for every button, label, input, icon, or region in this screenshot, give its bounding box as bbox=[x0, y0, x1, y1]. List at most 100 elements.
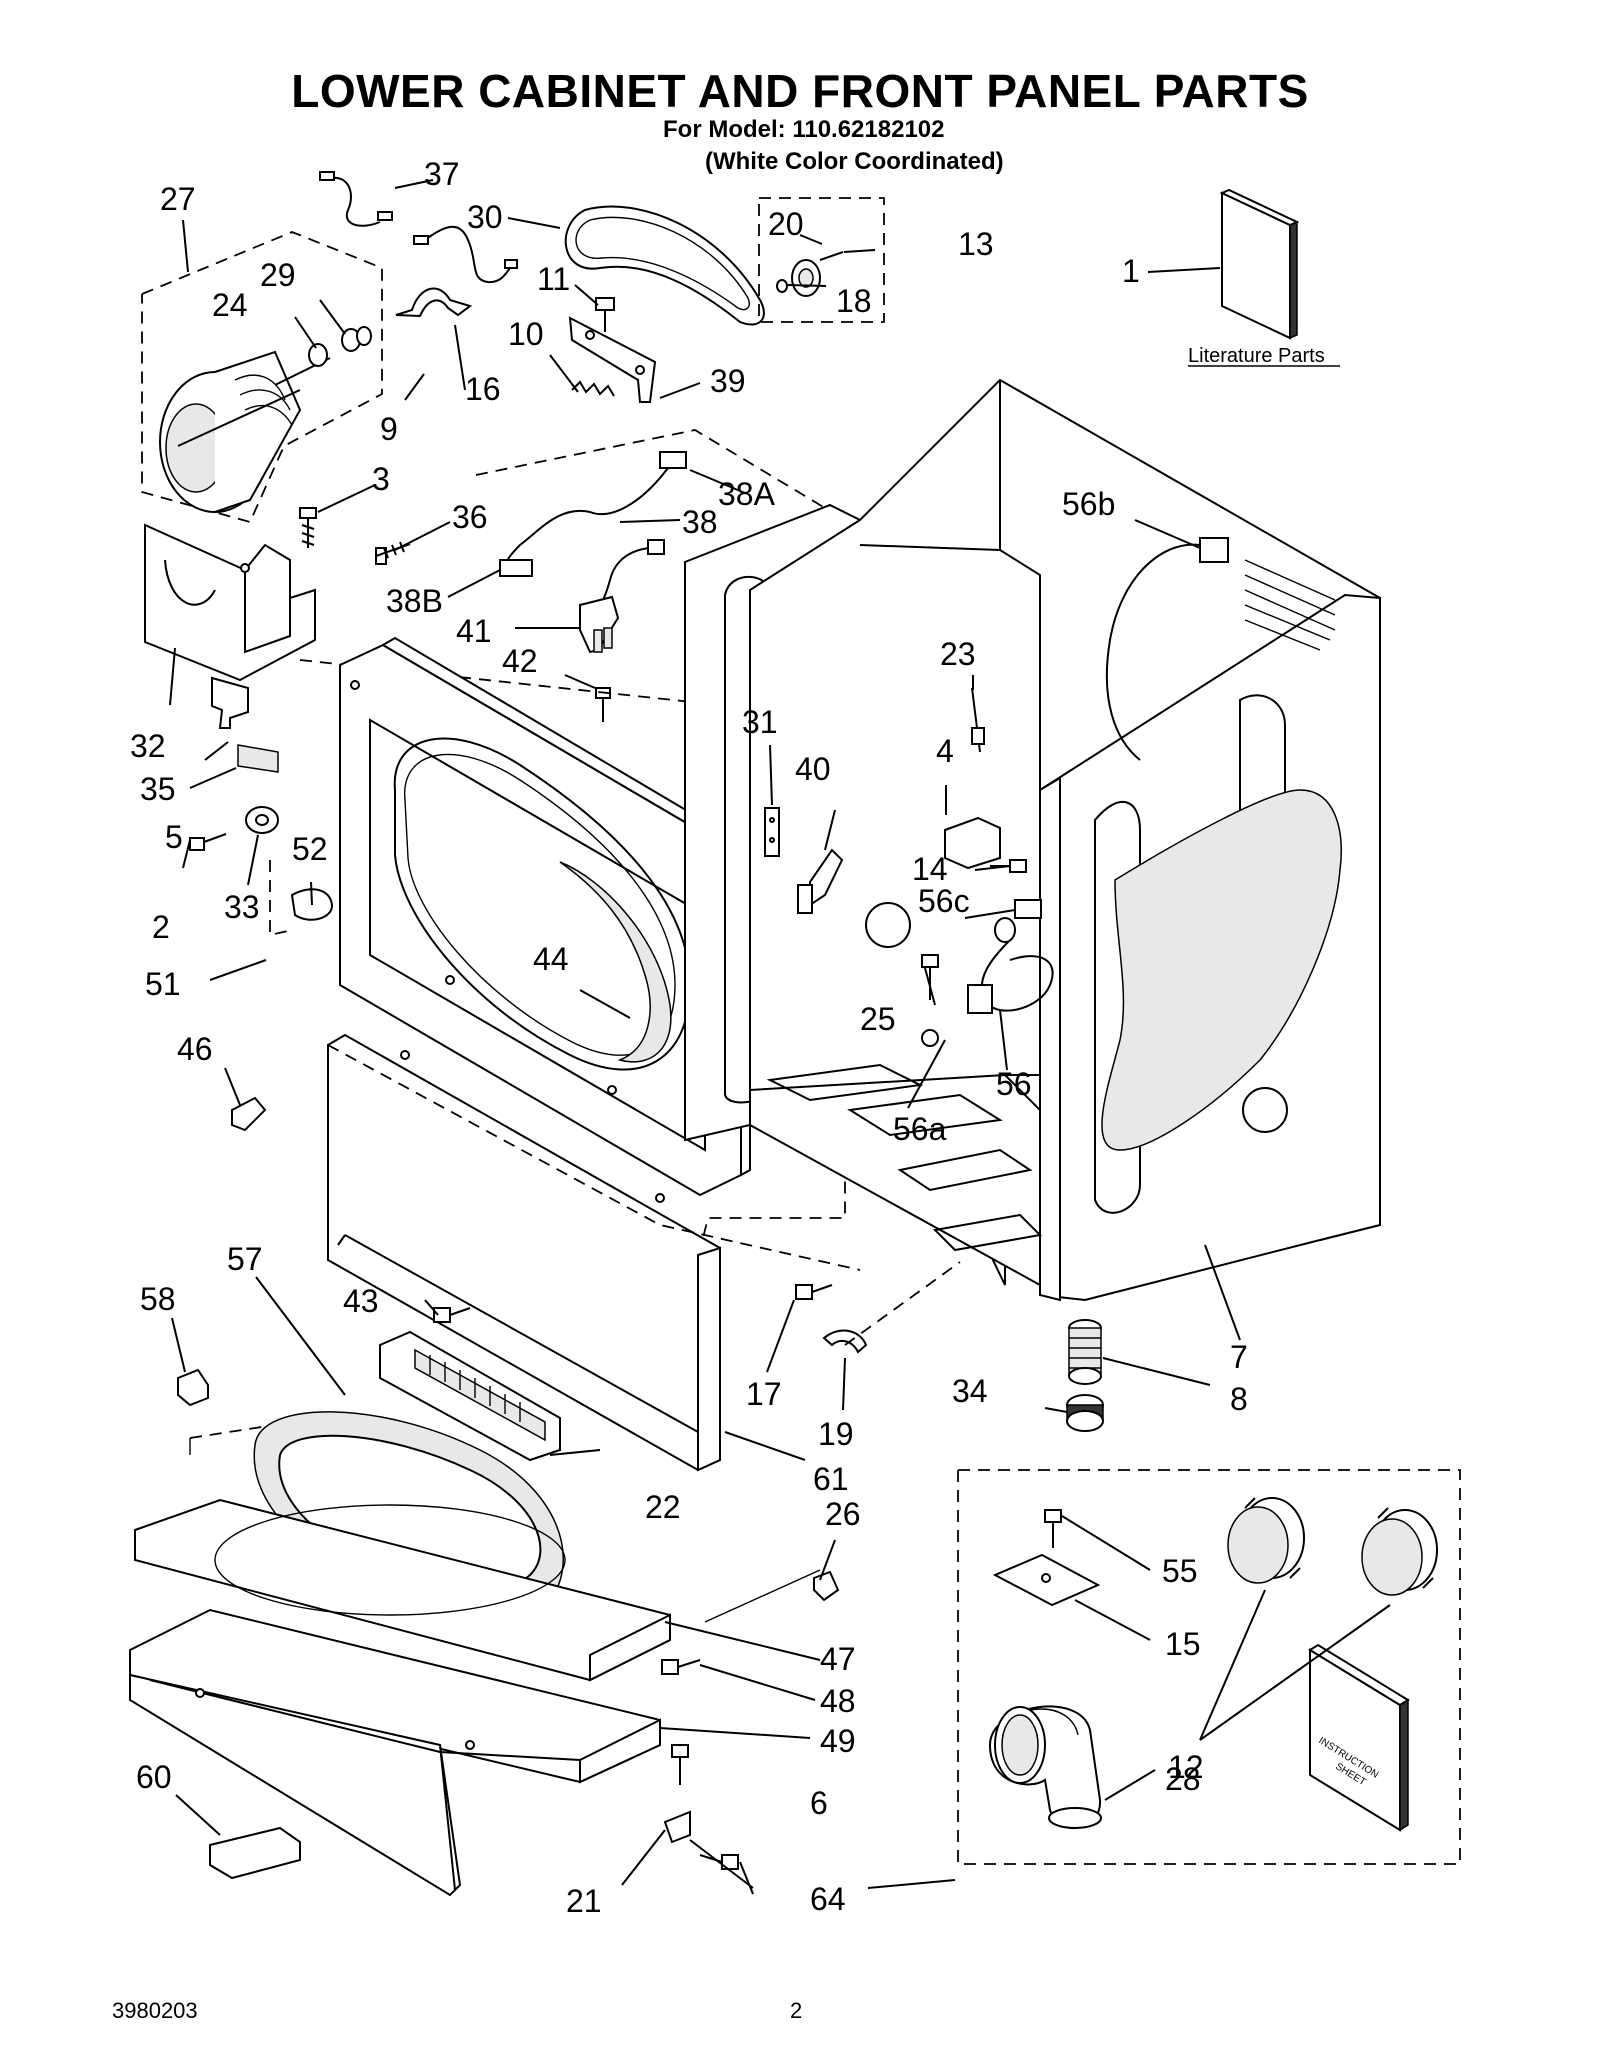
callout-26: 26 bbox=[825, 1496, 861, 1532]
callout-10: 10 bbox=[508, 316, 544, 352]
foot-60 bbox=[209, 1826, 301, 1880]
callout-12: 12 bbox=[1168, 1749, 1204, 1785]
callout-57: 57 bbox=[227, 1241, 263, 1277]
page-title: LOWER CABINET AND FRONT PANEL PARTS bbox=[291, 65, 1309, 117]
clip-19 bbox=[822, 1329, 868, 1354]
callout-56b: 56b bbox=[1062, 486, 1115, 522]
screw-2 bbox=[189, 833, 227, 851]
callout-8: 8 bbox=[1230, 1381, 1248, 1417]
callout-47: 47 bbox=[820, 1641, 856, 1677]
harness-38 bbox=[505, 467, 669, 569]
screw-25 bbox=[921, 954, 939, 1047]
connector-56c bbox=[1014, 899, 1042, 919]
literature-label: Literature Parts bbox=[1188, 345, 1325, 367]
callout-41: 41 bbox=[456, 613, 492, 649]
callout-7: 7 bbox=[1230, 1339, 1248, 1375]
callout-38A: 38A bbox=[718, 476, 776, 512]
callout-15: 15 bbox=[1165, 1626, 1201, 1662]
base-frame-49 bbox=[129, 1608, 661, 1897]
callout-14: 14 bbox=[912, 851, 948, 887]
filter-housing-22 bbox=[379, 1330, 561, 1462]
clip-58 bbox=[177, 1368, 209, 1407]
callout-11: 11 bbox=[537, 261, 570, 297]
callout-61: 61 bbox=[813, 1461, 849, 1497]
idler-pulley bbox=[776, 251, 844, 297]
callout-34: 34 bbox=[952, 1373, 988, 1409]
callout-56a: 56a bbox=[893, 1111, 947, 1147]
callout-58: 58 bbox=[140, 1281, 176, 1317]
callout-24: 24 bbox=[212, 287, 248, 323]
page-number: 2 bbox=[790, 1998, 803, 2023]
cover-plate-15 bbox=[992, 1553, 1101, 1607]
callout-18: 18 bbox=[836, 283, 872, 319]
harness-16 bbox=[424, 225, 511, 284]
cabinet-right-side bbox=[1039, 593, 1381, 1302]
callout-17: 17 bbox=[746, 1376, 782, 1412]
exhaust-cap-12a bbox=[1227, 1497, 1305, 1584]
callout-1: 1 bbox=[1122, 253, 1140, 289]
callout-49: 49 bbox=[820, 1723, 856, 1759]
callout-3: 3 bbox=[372, 461, 390, 497]
callout-33: 33 bbox=[224, 889, 260, 925]
callout-64: 64 bbox=[810, 1881, 846, 1917]
callout-44: 44 bbox=[533, 941, 569, 977]
toe-panel bbox=[327, 1033, 721, 1472]
callout-38B: 38B bbox=[386, 583, 443, 619]
idler-bolt bbox=[595, 297, 615, 332]
idler-spring bbox=[571, 380, 615, 397]
harness-56b bbox=[1105, 543, 1201, 761]
model-line: For Model: 110.62182102 bbox=[663, 116, 945, 143]
color-line: (White Color Coordinated) bbox=[705, 148, 1004, 175]
drum-seal-57 bbox=[253, 1411, 564, 1616]
tie-23 bbox=[971, 687, 985, 753]
callout-4: 4 bbox=[936, 733, 954, 769]
callout-37: 37 bbox=[424, 156, 460, 192]
cabinet-port-left bbox=[865, 902, 911, 948]
callout-6: 6 bbox=[810, 1785, 828, 1821]
callout-22: 22 bbox=[645, 1489, 681, 1525]
screw-3 bbox=[299, 507, 317, 548]
callout-23: 23 bbox=[940, 636, 976, 672]
leader-lines bbox=[169, 179, 1391, 1895]
callout-9: 9 bbox=[380, 411, 398, 447]
callout-labels: 1 2 3 4 5 6 7 8 9 10 11 12 13 14 15 16 1… bbox=[130, 156, 1248, 1919]
cabinet-inner-vents bbox=[1244, 559, 1336, 651]
washer-33 bbox=[245, 806, 279, 834]
callout-56c: 56c bbox=[918, 883, 970, 919]
motor-mount bbox=[144, 523, 316, 682]
callout-36: 36 bbox=[452, 499, 488, 535]
clip-26 bbox=[813, 1570, 840, 1602]
exhaust-cap-12b bbox=[1361, 1507, 1438, 1596]
callout-40: 40 bbox=[795, 751, 831, 787]
motor bbox=[159, 350, 331, 513]
callout-13: 13 bbox=[958, 226, 994, 262]
callout-48: 48 bbox=[820, 1683, 856, 1719]
cabinet-base-floor bbox=[749, 1063, 1043, 1287]
screw-17 bbox=[795, 1284, 833, 1300]
motor-clamp bbox=[395, 287, 473, 318]
screw-55 bbox=[1044, 1509, 1062, 1548]
callout-19: 19 bbox=[818, 1416, 854, 1452]
callout-51: 51 bbox=[145, 966, 181, 1002]
harness-56 bbox=[980, 939, 1054, 1012]
callout-32: 32 bbox=[130, 728, 166, 764]
drive-belt bbox=[564, 205, 765, 326]
doc-number: 3980203 bbox=[112, 1998, 198, 2023]
elbow-28 bbox=[988, 1705, 1102, 1829]
callout-39: 39 bbox=[710, 363, 746, 399]
switch-35 bbox=[211, 676, 279, 773]
callout-25: 25 bbox=[860, 1001, 896, 1037]
callout-31: 31 bbox=[742, 704, 778, 740]
bracket-4 bbox=[944, 816, 1001, 870]
callout-28: 28 bbox=[1165, 1761, 1201, 1797]
screws-6 bbox=[671, 1744, 739, 1870]
callout-55: 55 bbox=[1162, 1553, 1198, 1589]
callout-35: 35 bbox=[140, 771, 176, 807]
callout-46: 46 bbox=[177, 1031, 213, 1067]
callout-16: 16 bbox=[465, 371, 501, 407]
callout-20: 20 bbox=[768, 206, 804, 242]
callout-2: 2 bbox=[152, 909, 170, 945]
callout-30: 30 bbox=[467, 199, 503, 235]
callout-21: 21 bbox=[566, 1883, 602, 1919]
